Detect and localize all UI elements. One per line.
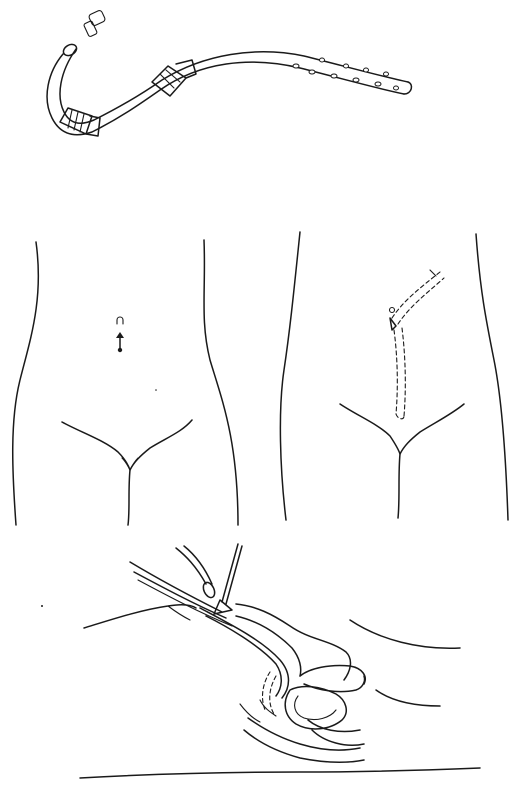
stray-mark [41, 605, 43, 607]
skin-surface [84, 605, 196, 628]
drain-exit-marker [390, 270, 437, 330]
tube-outline-lower [60, 49, 408, 123]
midline-lower [128, 470, 130, 525]
abdominal-wall-contour [236, 604, 350, 680]
torso-left-outline [13, 242, 39, 525]
torso-right-outline-2 [476, 234, 508, 520]
umbilicus-marker [116, 317, 124, 352]
torso-left-outline-2 [280, 232, 300, 520]
body-base-line [80, 768, 480, 778]
pelvic-organs [240, 665, 365, 762]
back-contour [376, 690, 440, 706]
drain-tube-panel [47, 10, 411, 136]
anterior-wall-inner [236, 616, 301, 676]
sagittal-panel [41, 544, 480, 778]
abdomen-right-panel [280, 232, 508, 520]
midline-lower-2 [398, 454, 400, 518]
torso-right-outline [204, 240, 238, 525]
tube-side-holes [293, 58, 399, 90]
inguinal-crease-2 [340, 404, 464, 454]
stray-speck [155, 389, 157, 391]
tube-tip [404, 82, 411, 94]
tube-cap [83, 10, 105, 37]
drain-path-dashed [392, 272, 444, 419]
skin-fold [168, 606, 190, 620]
tube-outline-upper [47, 54, 404, 135]
abdomen-left-panel [13, 240, 238, 525]
posterior-contour [350, 620, 460, 648]
drain-tract [200, 608, 289, 714]
inguinal-crease [62, 420, 192, 470]
